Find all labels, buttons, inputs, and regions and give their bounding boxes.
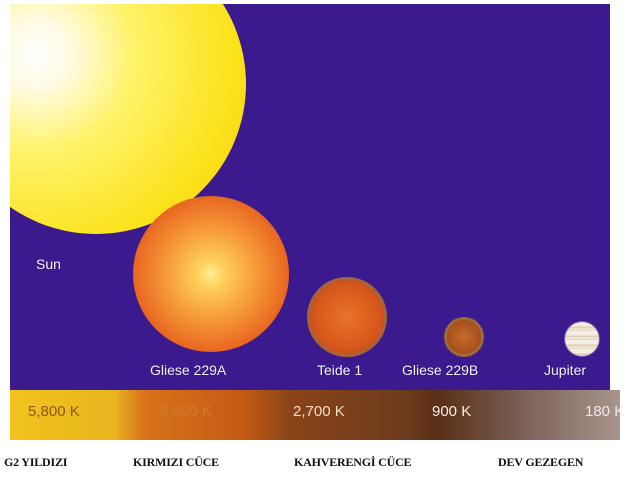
- jupiter-label: Jupiter: [544, 362, 587, 378]
- temperature-strip: 5,800 K 3,800 K 2,700 K 900 K 180 K: [10, 390, 624, 440]
- gliese-229a-label: Gliese 229A: [150, 362, 227, 378]
- comparison-diagram-panel: Sun Gliese 229A Teide 1 Gliese 229B Jupi…: [10, 4, 610, 390]
- sun-temperature: 5,800 K: [28, 403, 80, 420]
- gliese-229a-temperature: 3,800 K: [160, 403, 212, 420]
- gliese-229b-temperature: 900 K: [432, 403, 472, 420]
- gliese-229a-disc: [133, 196, 289, 352]
- category-red-dwarf: KIRMIZI CÜCE: [133, 455, 219, 469]
- gliese-229b-disc: [444, 317, 484, 357]
- category-g2-star: G2 YILDIZI: [4, 455, 68, 469]
- teide-1-label: Teide 1: [317, 362, 363, 378]
- teide-1-disc: [307, 277, 387, 357]
- gliese-229b-label: Gliese 229B: [402, 362, 479, 378]
- category-giant-planet: DEV GEZEGEN: [498, 455, 584, 469]
- sun-label: Sun: [36, 256, 61, 272]
- teide-1-temperature: 2,700 K: [293, 403, 345, 420]
- jupiter-disc: [565, 322, 599, 356]
- category-brown-dwarf: KAHVERENGİ CÜCE: [294, 455, 412, 469]
- jupiter-temperature: 180 K: [585, 403, 625, 420]
